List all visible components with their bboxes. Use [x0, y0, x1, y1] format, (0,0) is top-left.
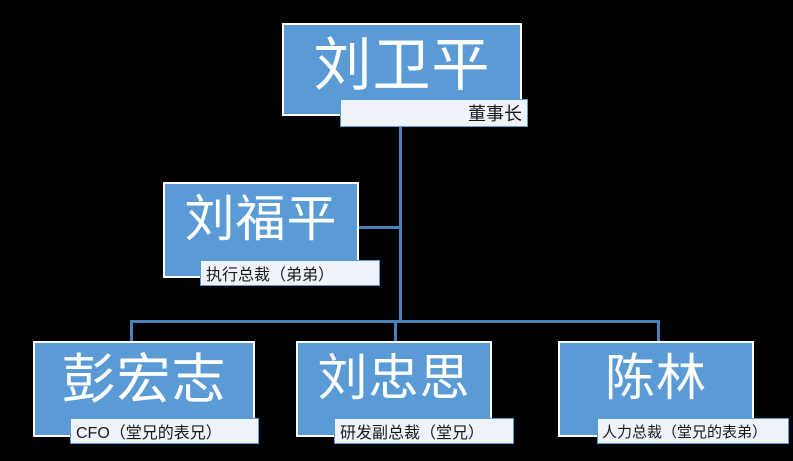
node-vice-title-chip: 执行总裁（弟弟） — [200, 260, 380, 286]
node-child-1-title: CFO（堂兄的表兄） — [76, 425, 222, 442]
node-root-title: 董事长 — [468, 104, 522, 124]
node-child-2-name: 刘忠思 — [317, 350, 471, 406]
connector-drop-3 — [657, 320, 660, 342]
node-vice-name: 刘福平 — [184, 191, 338, 247]
node-vice-title: 执行总裁（弟弟） — [206, 267, 335, 284]
connector-trunk-vertical — [399, 114, 402, 322]
node-child-3-name: 陈林 — [605, 350, 707, 406]
connector-drop-2 — [394, 320, 397, 342]
node-child-1-name: 彭宏志 — [61, 350, 227, 410]
node-root-name: 刘卫平 — [313, 33, 491, 98]
node-child-1-title-chip: CFO（堂兄的表兄） — [70, 418, 259, 444]
node-root-title-chip: 董事长 — [340, 99, 528, 127]
node-child-2-title: 研发副总裁（堂兄） — [340, 425, 485, 442]
node-vice[interactable]: 刘福平 — [163, 182, 359, 278]
connector-stub-to-vice — [356, 226, 401, 229]
node-child-2-title-chip: 研发副总裁（堂兄） — [334, 418, 514, 444]
node-child-3-title-chip: 人力总裁（堂兄的表弟） — [597, 418, 789, 444]
node-child-3-title: 人力总裁（堂兄的表弟） — [602, 423, 768, 441]
connector-drop-1 — [130, 320, 133, 342]
